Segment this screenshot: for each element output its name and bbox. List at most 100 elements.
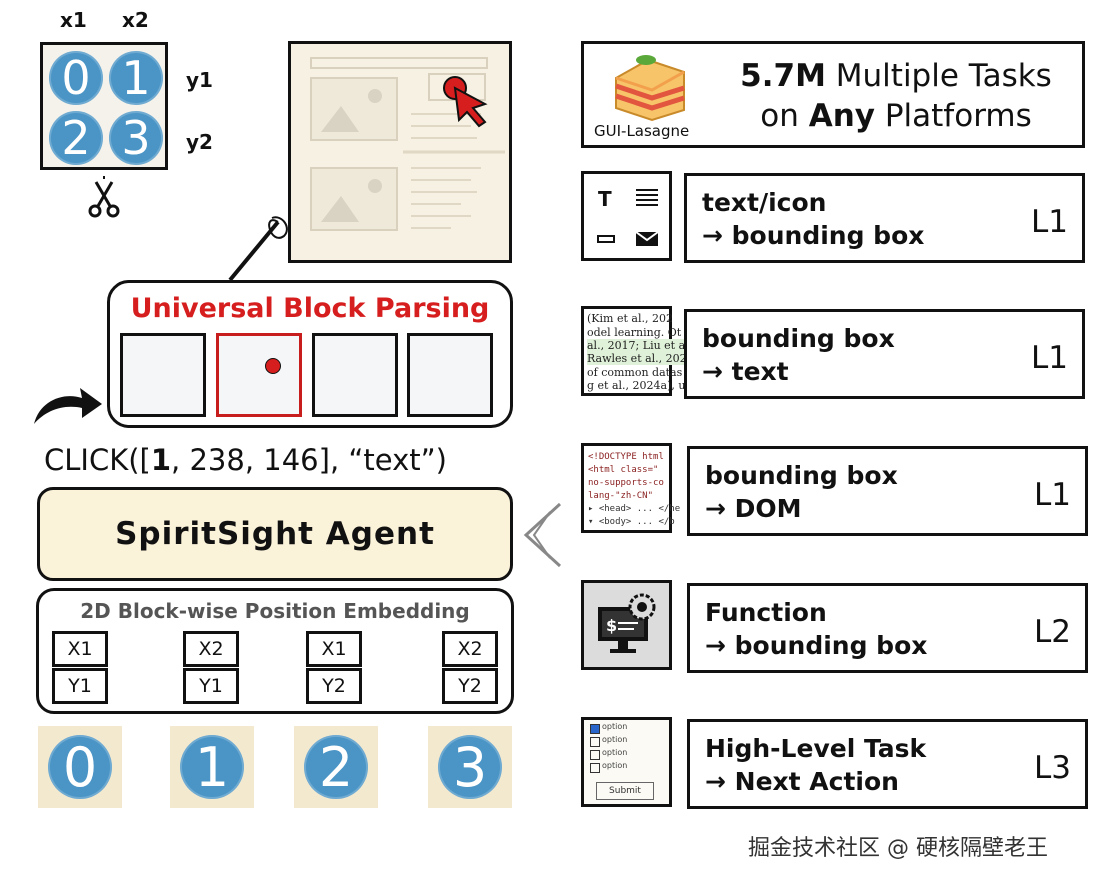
dom-code-thumbnail: <!DOCTYPE html <html class=" no-supports… (581, 443, 680, 533)
embed-x-0: X1 (52, 631, 108, 667)
form-option-1: option (602, 735, 628, 744)
position-embedding-panel: 2D Block-wise Position Embedding X1 Y1 X… (36, 588, 514, 714)
row-label-y1: y1 (186, 68, 213, 92)
monitor-gear-icon: $ (598, 593, 656, 653)
form-option-0: option (602, 722, 628, 731)
task-2-line-2: → text (702, 357, 789, 386)
scissors-icon (88, 176, 120, 218)
task-3-line-1: bounding box (705, 461, 898, 490)
task-2-level: L1 (1031, 340, 1068, 376)
submit-button: Submit (596, 782, 654, 800)
tile-number-3: 3 (438, 735, 502, 799)
block-tile-2: 2 (294, 726, 378, 808)
ubp-block-2 (312, 333, 398, 417)
form-option-3: option (602, 761, 628, 770)
task-text-icon-to-bbox: text/icon → bounding box L1 (684, 173, 1085, 263)
checkbox-icon (590, 737, 600, 747)
task-high-level-to-action: High-Level Task → Next Action L3 (687, 719, 1088, 809)
task-bbox-to-dom: bounding box → DOM L1 (687, 446, 1088, 536)
col-label-x1: x1 (60, 8, 87, 32)
lasagne-logo-icon (615, 55, 685, 122)
embedding-title: 2D Block-wise Position Embedding (80, 599, 470, 623)
universal-block-parsing-panel: Universal Block Parsing (107, 280, 513, 428)
spiritsight-agent-box: SpiritSight Agent (37, 487, 513, 581)
dataset-line-2: on Any Platforms (716, 98, 1076, 134)
ubp-block-1-selected (216, 333, 302, 417)
task-3-level: L1 (1034, 477, 1071, 513)
checkbox-icon (590, 750, 600, 760)
task-4-line-2: → bounding box (705, 631, 928, 660)
block-tile-1: 1 (170, 726, 254, 808)
action-output: CLICK([1, 238, 146], “text”) (44, 443, 447, 477)
ocr-line-0: (Kim et al., 202 (587, 312, 673, 325)
form-option-2: option (602, 748, 628, 757)
embed-y-1: Y1 (183, 668, 239, 704)
action-rest: , 238, 146], “text”) (171, 443, 447, 477)
task-1-level: L1 (1031, 204, 1068, 240)
task-3-line-2: → DOM (705, 494, 802, 523)
agent-label: SpiritSight Agent (115, 516, 435, 552)
dataset-header: GUI-Lasagne 5.7M Multiple Tasks on Any P… (581, 41, 1085, 148)
dataset-any: Any (808, 98, 875, 134)
ubp-title: Universal Block Parsing (130, 293, 490, 324)
screenshot-mock (310, 57, 505, 231)
dom-line-3: lang-"zh-CN" (588, 491, 654, 501)
grid-cell-2: 2 (49, 111, 103, 165)
text-icon-thumbnail: T (581, 171, 672, 261)
grid-cell-3: 3 (109, 111, 163, 165)
function-thumbnail: $ (581, 580, 672, 670)
needle-icon (228, 216, 288, 282)
row-label-y2: y2 (186, 130, 213, 154)
ocr-line-5: g et al., 2024a), u (587, 379, 686, 392)
block-grid: 0 1 2 3 (40, 42, 168, 170)
dom-line-4: ▸ <head> ... </he (588, 504, 681, 514)
form-thumbnail: option option option option Submit (581, 717, 672, 807)
block-tile-0: 0 (38, 726, 122, 808)
screenshot-thumbnail (288, 41, 512, 263)
tile-number-0: 0 (48, 735, 112, 799)
tile-number-1: 1 (180, 735, 244, 799)
task-1-line-1: text/icon (702, 188, 827, 217)
checkbox-icon (590, 763, 600, 773)
task-bbox-to-text: bounding box → text L1 (684, 309, 1085, 399)
dataset-line2-pre: on (760, 98, 809, 134)
ocr-text-thumbnail: (Kim et al., 202 odel learning. Ot al., … (581, 306, 687, 396)
task-1-line-2: → bounding box (702, 221, 925, 250)
ubp-block-0 (120, 333, 206, 417)
task-4-level: L2 (1034, 614, 1071, 650)
embed-x-3: X2 (442, 631, 498, 667)
chevron-left-icon (523, 502, 562, 568)
curved-arrow-icon (34, 388, 102, 424)
svg-text:T: T (598, 187, 612, 211)
embed-y-2: Y2 (306, 668, 362, 704)
action-block-index: 1 (150, 443, 172, 477)
dom-line-0: <!DOCTYPE html (588, 452, 664, 462)
task-5-line-1: High-Level Task (705, 734, 927, 763)
ocr-line-4: of common datas (587, 366, 683, 379)
logo-caption: GUI-Lasagne (594, 122, 690, 140)
dom-line-2: no-supports-co (588, 478, 664, 488)
embed-y-3: Y2 (442, 668, 498, 704)
ocr-line-1: odel learning. Ot (587, 326, 682, 339)
ubp-block-3 (407, 333, 493, 417)
dataset-line1-rest: Multiple Tasks (825, 58, 1052, 94)
col-label-x2: x2 (122, 8, 149, 32)
embed-x-2: X1 (306, 631, 362, 667)
grid-cell-0: 0 (49, 51, 103, 105)
ocr-line-2: al., 2017; Liu et a (587, 339, 686, 352)
tile-number-2: 2 (304, 735, 368, 799)
task-5-line-2: → Next Action (705, 767, 899, 796)
dataset-line2-post: Platforms (875, 98, 1032, 134)
block-tile-3: 3 (428, 726, 512, 808)
ocr-line-3: Rawles et al., 202 (587, 352, 687, 365)
action-prefix: CLICK([ (44, 443, 151, 477)
task-4-line-1: Function (705, 598, 827, 627)
click-point-dot (265, 358, 281, 374)
task-5-level: L3 (1034, 750, 1071, 786)
watermark: 掘金技术社区 @ 硬核隔壁老王 (748, 836, 1048, 861)
checkbox-icon (590, 724, 600, 734)
embed-y-0: Y1 (52, 668, 108, 704)
cursor-click-icon (443, 76, 488, 128)
grid-cell-1: 1 (109, 51, 163, 105)
dom-line-1: <html class=" (588, 465, 659, 475)
